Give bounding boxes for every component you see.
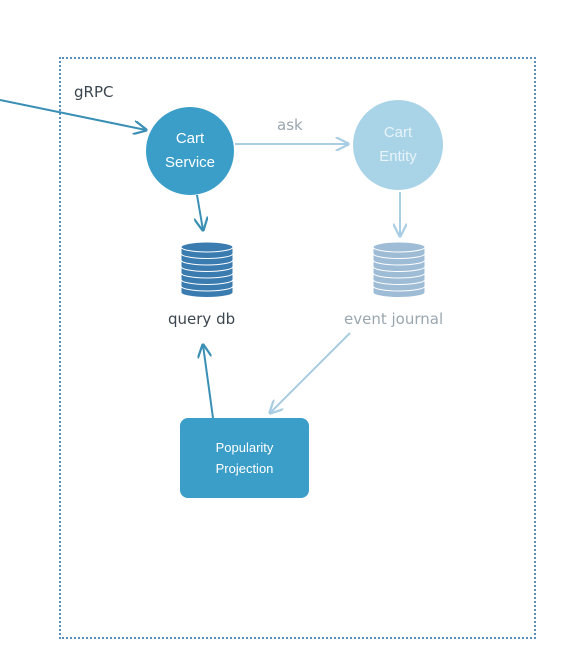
journal-to-projection-arrow [270, 332, 351, 413]
grpc-label: gRPC [74, 83, 114, 101]
cart-entity-node[interactable]: Cart Entity [353, 100, 443, 190]
cart-service-label-line2: Service [164, 154, 216, 171]
system-boundary [59, 57, 536, 639]
service-to-querydb-arrow [197, 194, 203, 230]
cart-entity-label-line1: Cart [383, 124, 413, 141]
popularity-projection-label-line1: Popularity [215, 440, 274, 455]
projection-to-querydb-arrow [203, 345, 214, 419]
popularity-projection-label-line2: Projection [215, 461, 274, 476]
query-db-label: query db [168, 310, 236, 328]
db-cap [372, 241, 426, 253]
db-cap [180, 241, 234, 253]
popularity-projection-node[interactable]: Popularity Projection [180, 418, 309, 498]
grpc-arrow [0, 99, 146, 130]
cart-service-label-line1: Cart [175, 130, 205, 147]
cart-service-node[interactable]: Cart Service [146, 107, 234, 195]
event-journal-label: event journal [344, 310, 444, 328]
query-db-icon [180, 241, 234, 298]
ask-label: ask [277, 116, 303, 134]
cart-entity-label-line2: Entity [379, 148, 417, 165]
event-journal-db-icon [372, 241, 426, 298]
